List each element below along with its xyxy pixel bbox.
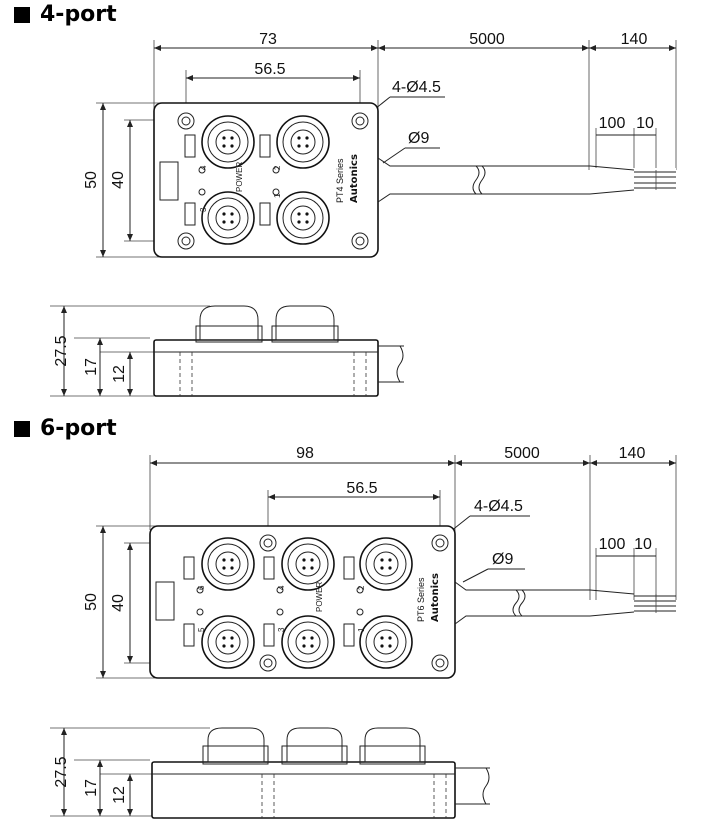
- module-side-body: [153, 339, 379, 397]
- port-label: 4: [199, 165, 208, 170]
- dim-side-base: 12: [111, 786, 128, 804]
- dim-side-total: 27.5: [53, 756, 70, 787]
- series-label: PT6 Series: [416, 577, 426, 622]
- port-label: 2: [357, 585, 366, 590]
- heading-square-icon: [14, 420, 30, 437]
- dim-height: 50: [83, 593, 100, 611]
- connector-icon: [276, 191, 330, 245]
- port-label: 1: [273, 193, 282, 198]
- dim-pitch: 56.5: [254, 61, 285, 78]
- dim-inner-height: 40: [110, 171, 127, 189]
- dim-cable-length: 5000: [469, 31, 505, 48]
- dim-holes: 4-Ø4.5: [392, 79, 441, 96]
- drawing-4port: 73 5000 140 56.5 4-Ø4.5 Ø9 100 10 50 40: [50, 31, 677, 397]
- dim-inner-height: 40: [110, 594, 127, 612]
- series-label: PT4 Series: [335, 158, 345, 203]
- port-label: 1: [357, 627, 366, 632]
- dim-height: 50: [83, 171, 100, 189]
- dim-cable-diameter: Ø9: [408, 130, 429, 147]
- power-label: POWER: [315, 582, 324, 612]
- port-label: 2: [273, 165, 282, 170]
- wire-strands: [634, 170, 676, 190]
- connector-icon: [359, 615, 413, 669]
- dim-width: 73: [259, 31, 277, 48]
- dim-side-body: 17: [83, 358, 100, 376]
- section-heading-6port: 6-port: [14, 416, 117, 441]
- drawing-6port: 98 5000 140 56.5 4-Ø4.5 Ø9 100 10 50 40 …: [50, 445, 677, 819]
- connector-icon: [201, 115, 255, 169]
- power-label: POWER: [235, 162, 244, 192]
- connector-icon: [276, 115, 330, 169]
- connector-icon: [201, 615, 255, 669]
- connector-icon: [281, 537, 335, 591]
- connector-icon: [281, 615, 335, 669]
- dim-holes: 4-Ø4.5: [474, 498, 523, 515]
- brand-logo: Autonics: [349, 154, 360, 203]
- port-label: 3: [277, 627, 286, 632]
- dim-strip-length: 140: [621, 31, 648, 48]
- dim-strip-b: 10: [636, 115, 654, 132]
- dim-strip-a: 100: [599, 536, 626, 553]
- section-title: 4-port: [40, 2, 117, 27]
- port-label: 3: [199, 207, 208, 212]
- dim-pitch: 56.5: [346, 480, 377, 497]
- dim-strip-a: 100: [599, 115, 626, 132]
- port-label: 5: [197, 627, 206, 632]
- dim-strip-b: 10: [634, 536, 652, 553]
- heading-square-icon: [14, 6, 30, 23]
- dim-strip-length: 140: [619, 445, 646, 462]
- dim-cable-diameter: Ø9: [492, 551, 513, 568]
- module-side-body: [151, 761, 456, 819]
- dim-side-total: 27.5: [53, 335, 70, 366]
- connector-icon: [201, 191, 255, 245]
- connector-icon: [359, 537, 413, 591]
- dim-cable-length: 5000: [504, 445, 540, 462]
- brand-logo: Autonics: [430, 573, 441, 622]
- dim-width: 98: [296, 445, 314, 462]
- section-title: 6-port: [40, 416, 117, 441]
- wire-strands: [634, 594, 676, 613]
- dim-side-body: 17: [83, 779, 100, 797]
- section-heading-4port: 4-port: [14, 2, 117, 27]
- dim-side-base: 12: [111, 365, 128, 383]
- connector-icon: [201, 537, 255, 591]
- port-label: 4: [277, 585, 286, 590]
- port-label: 6: [197, 585, 206, 590]
